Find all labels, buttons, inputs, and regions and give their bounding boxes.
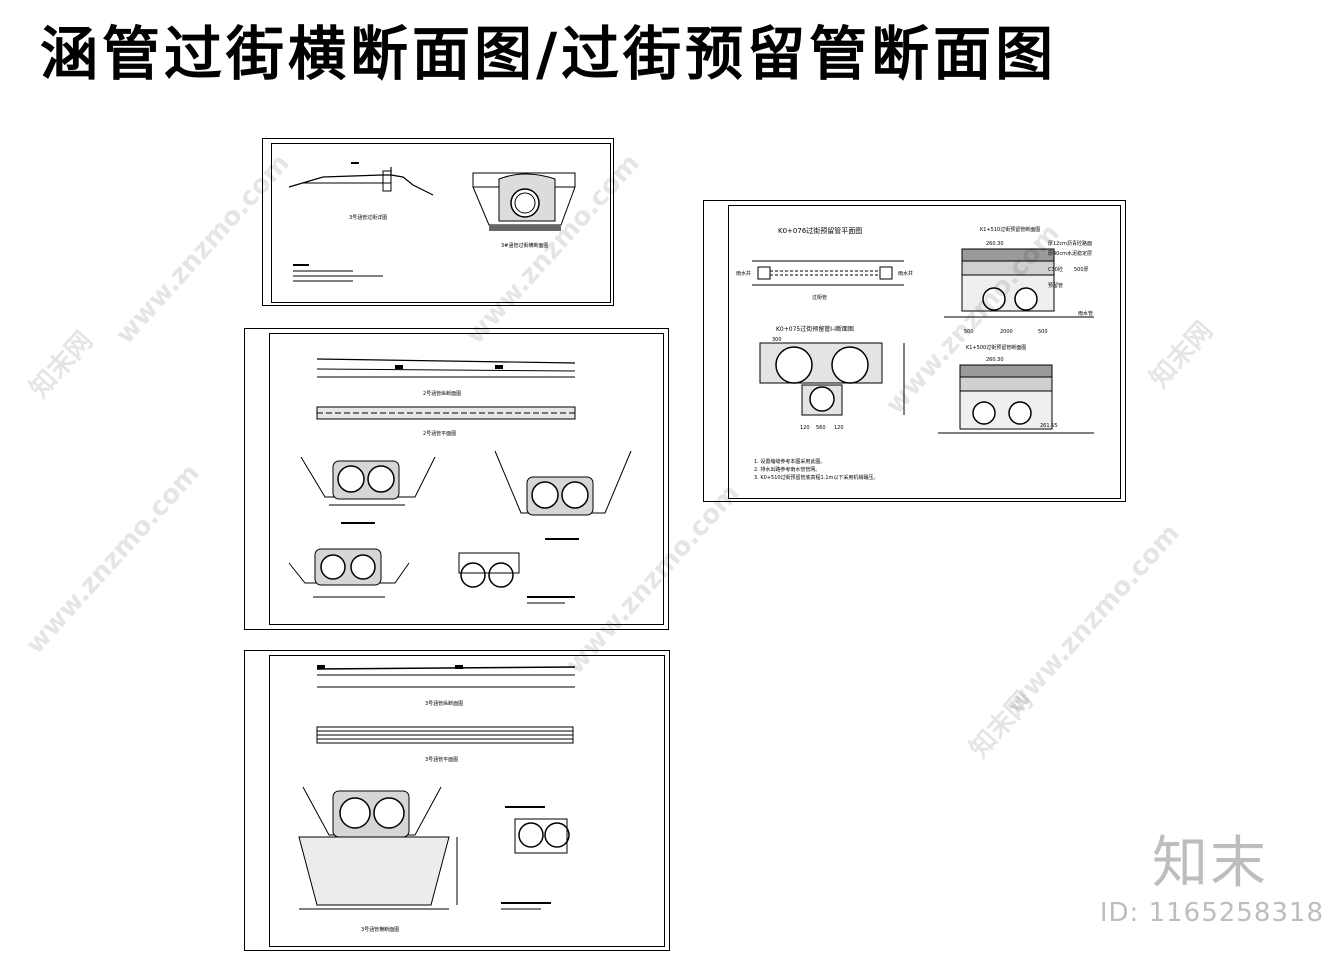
- sheet-d-dim-2: 2000: [1000, 329, 1013, 335]
- sheet-d-dim-5: 560: [816, 425, 826, 431]
- sheet-a-section-label: 3#涵管过街横断面图: [501, 242, 548, 249]
- sheet-c-drawing: 3号涵管纵断面图 3号涵管平面图 3号涵管横断面图: [298, 665, 576, 933]
- sheet-b-plan-label: 2号涵管平面图: [423, 430, 456, 437]
- sheet-b-frame: [269, 333, 664, 625]
- sheet-a-frame: [271, 143, 611, 303]
- sheet-d-dim-3: 500: [1038, 329, 1048, 335]
- sheet-b-long-label: 2号涵管纵断面图: [423, 390, 461, 397]
- sheet-d-detail2-label: K1+500过街预留管断面图: [966, 344, 1026, 351]
- drawing-sheet-a: 3号涵管过街详图 3#涵管过街横断面图: [262, 138, 614, 306]
- sheet-c-plan-label: 3号涵管平面图: [425, 756, 458, 763]
- sheet-d-frame: [728, 205, 1121, 499]
- sheet-c-long-label: 3号涵管纵断面图: [425, 700, 463, 707]
- sheet-d-dim-4: 120: [800, 425, 810, 431]
- watermark-text: www.znzmo.com: [20, 458, 206, 661]
- sheet-d-dim-1: 500: [964, 329, 974, 335]
- sheet-d-note-3: 3. K0+510过街预留管底高程1.1m以下采用机械碾压。: [754, 474, 878, 481]
- sheet-d-note-2: 2. 排水出路参考雨水管管网。: [754, 466, 820, 473]
- brand-logo-text: 知末: [1152, 831, 1268, 896]
- drawing-sheet-c: 3号涵管纵断面图 3号涵管平面图 3号涵管横断面图: [244, 650, 670, 951]
- sheet-d-note-1: 1. 设置缩缝参考本图采用此图。: [754, 458, 825, 465]
- sheet-d-dim-7: 300: [772, 337, 782, 343]
- sheet-d-drawing: K0+076过街预留管平面图 雨水井 雨水井 过街管 K0+075过街预留管I-…: [736, 226, 1094, 481]
- watermark-cn: 知末网: [964, 686, 1039, 765]
- sheet-d-misc-3: 过街管: [812, 294, 827, 301]
- sheet-d-detail1-label: K1+510过街预留管断面图: [980, 226, 1040, 233]
- drawing-sheet-b: 2号涵管纵断面图 2号涵管平面图: [244, 328, 669, 630]
- sheet-c-section-label: 3号涵管横断面图: [361, 926, 399, 933]
- sheet-d-misc-2: 雨水井: [898, 270, 913, 277]
- sheet-d-dim-6: 120: [834, 425, 844, 431]
- sheet-a-profile-label: 3号涵管过街详图: [349, 214, 387, 221]
- watermark-text: www.znzmo.com: [1000, 518, 1186, 721]
- watermark-cn: 知末网: [24, 326, 99, 405]
- image-id: ID: 1165258318: [1099, 898, 1324, 928]
- sheet-d-legend-6: 500厚: [1074, 267, 1089, 273]
- sheet-d-elev-1: 260.30: [986, 241, 1004, 247]
- sheet-d-section-label: K0+075过街预留管I-I断面图: [776, 325, 854, 333]
- sheet-d-elev-2: 260.30: [986, 357, 1004, 363]
- page-title: 涵管过街横断面图/过街预留管断面图: [40, 20, 1058, 88]
- sheet-d-plan-label: K0+076过街预留管平面图: [778, 226, 862, 235]
- sheet-b-drawing: 2号涵管纵断面图 2号涵管平面图: [288, 358, 632, 604]
- sheet-c-frame: [269, 655, 665, 947]
- sheet-d-elev-3: 261.55: [1040, 423, 1058, 429]
- drawing-sheet-d: K0+076过街预留管平面图 雨水井 雨水井 过街管 K0+075过街预留管I-…: [703, 200, 1126, 502]
- sheet-d-legend-2: 厚40cm水泥稳定层: [1048, 250, 1092, 257]
- sheet-d-legend-4: 预留管: [1048, 282, 1063, 289]
- sheet-d-misc-1: 雨水井: [736, 270, 751, 277]
- sheet-d-legend-3: C30砼: [1048, 266, 1063, 273]
- sheet-a-drawing: 3号涵管过街详图 3#涵管过街横断面图: [288, 162, 576, 282]
- sheet-d-legend-1: 厚12cm沥青砼路面: [1048, 240, 1092, 247]
- watermark-cn: 知末网: [1144, 316, 1219, 395]
- sheet-d-legend-5: 雨水管: [1078, 310, 1093, 317]
